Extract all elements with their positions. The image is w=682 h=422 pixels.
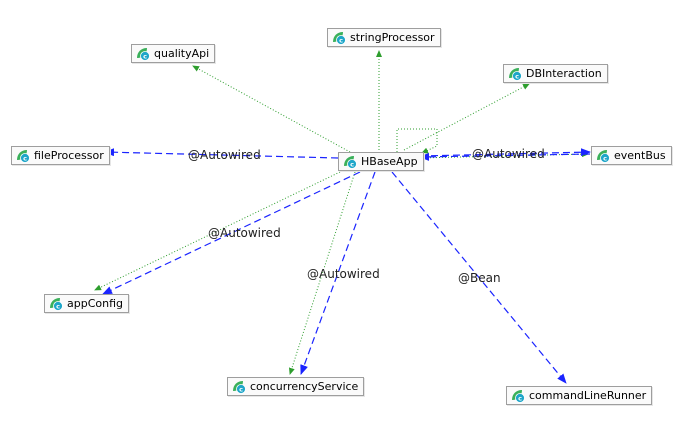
node-label: stringProcessor xyxy=(350,31,435,44)
spring-bean-class-icon: c xyxy=(512,389,525,403)
edge-hbaseapp-fileprocessor xyxy=(104,148,339,159)
node-stringprocessor[interactable]: c stringProcessor xyxy=(327,28,441,47)
spring-bean-class-icon: c xyxy=(597,149,610,163)
node-commandlinerunner[interactable]: c commandLineRunner xyxy=(506,386,653,405)
svg-text:c: c xyxy=(339,36,343,44)
edge-hbaseapp-concurrencyservice xyxy=(300,171,376,375)
spring-bean-class-icon: c xyxy=(333,31,346,45)
svg-text:c: c xyxy=(518,394,522,402)
svg-text:c: c xyxy=(239,385,243,393)
edge-hbaseapp-eventbus xyxy=(419,148,591,157)
spring-bean-class-icon: c xyxy=(50,297,63,311)
spring-bean-class-icon: c xyxy=(137,47,150,61)
edge-hbaseapp-dbinteraction xyxy=(403,83,530,151)
spring-bean-class-icon: c xyxy=(509,67,522,81)
spring-bean-class-icon: c xyxy=(344,155,357,169)
node-label: appConfig xyxy=(67,297,123,310)
edge-hbaseapp-self-loop xyxy=(396,128,438,154)
svg-text:c: c xyxy=(23,154,27,162)
edge-hbaseapp-eventbus-dep xyxy=(417,151,589,159)
node-label: qualityApi xyxy=(154,47,210,60)
node-dbinteraction[interactable]: c DBInteraction xyxy=(503,64,608,83)
edge-eventbus-hbaseapp xyxy=(419,152,591,161)
edge-hbaseapp-commandlinerunner xyxy=(391,171,567,384)
edge-hbaseapp-appconfig-dep xyxy=(94,171,341,291)
node-qualityapi[interactable]: c qualityApi xyxy=(131,44,216,63)
node-label: fileProcessor xyxy=(34,149,104,162)
edge-label-concurrencyservice: @Autowired xyxy=(307,267,380,281)
edge-hbaseapp-qualityapi xyxy=(192,65,351,153)
node-fileprocessor[interactable]: c fileProcessor xyxy=(11,146,110,165)
node-label: concurrencyService xyxy=(250,380,359,393)
svg-text:c: c xyxy=(515,72,519,80)
node-appconfig[interactable]: c appConfig xyxy=(44,294,129,313)
node-hbaseapp[interactable]: c HBaseApp xyxy=(338,152,424,171)
node-label: eventBus xyxy=(614,149,666,162)
svg-text:c: c xyxy=(603,154,607,162)
svg-text:c: c xyxy=(350,160,354,168)
spring-bean-class-icon: c xyxy=(233,380,246,394)
edge-label-fileprocessor: @Autowired xyxy=(188,148,261,162)
svg-text:c: c xyxy=(143,52,147,60)
edge-label-appconfig: @Autowired xyxy=(208,226,281,240)
spring-bean-class-icon: c xyxy=(17,149,30,163)
edge-label-commandlinerunner: @Bean xyxy=(458,271,501,285)
edge-label-eventbus: @Autowired xyxy=(472,147,545,161)
node-label: DBInteraction xyxy=(526,67,602,80)
node-eventbus[interactable]: c eventBus xyxy=(591,146,672,165)
svg-text:c: c xyxy=(56,302,60,310)
node-label: HBaseApp xyxy=(361,155,418,168)
edge-hbaseapp-appconfig xyxy=(102,171,361,295)
node-label: commandLineRunner xyxy=(529,389,647,402)
node-concurrencyservice[interactable]: c concurrencyService xyxy=(227,377,365,396)
